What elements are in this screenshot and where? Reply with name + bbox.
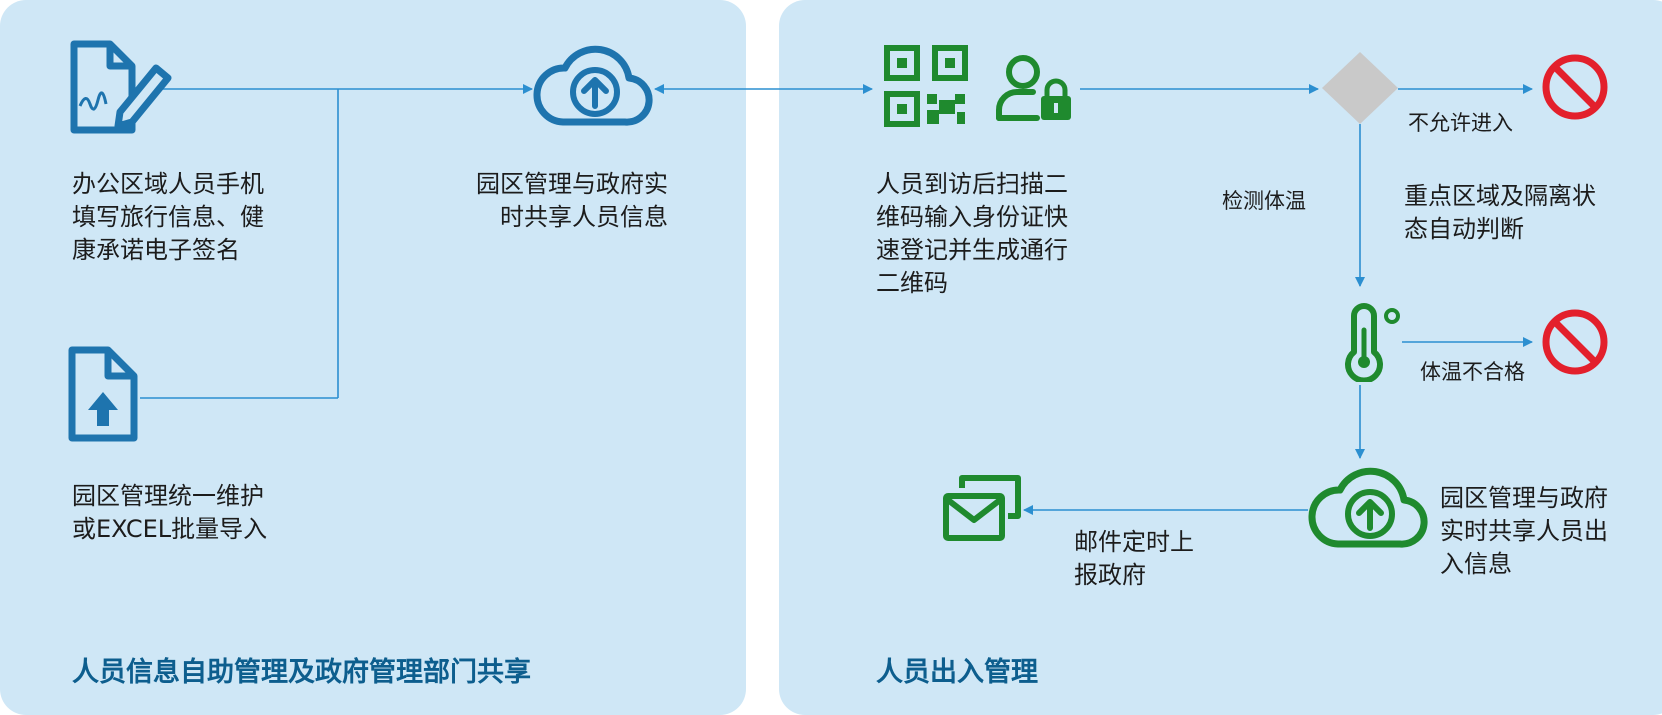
user-lock-icon [996,55,1071,121]
node-text-zone-check: 重点区域及隔离状 态自动判断 [1404,182,1596,243]
left-panel-title: 人员信息自助管理及政府管理部门共享 [72,657,531,688]
right-panel-title: 人员出入管理 [876,657,1038,688]
thermometer-icon [1345,303,1400,382]
document-signature-icon [70,40,172,134]
deny-icon-top [1542,54,1608,120]
deny-icon-bottom [1542,309,1608,375]
cloud-upload-icon-left [533,45,653,126]
document-upload-icon [68,346,138,442]
node-text-qr-register: 人员到访后扫描二 维码输入身份证快 速登记并生成通行 二维码 [876,170,1068,297]
right-panel [779,0,1662,715]
label-check-temp: 检测体温 [1222,189,1306,213]
label-email-report: 邮件定时上 报政府 [1074,528,1194,589]
qr-code-icon [884,45,968,127]
node-text-gov-share: 园区管理与政府实 时共享人员信息 [476,170,668,231]
node-text-gov-share-entry: 园区管理与政府 实时共享人员出 入信息 [1440,484,1608,578]
label-deny-entry: 不允许进入 [1408,111,1513,135]
node-text-self-fill: 办公区域人员手机 填写旅行信息、健 康承诺电子签名 [72,170,264,264]
email-icon [943,475,1021,541]
cloud-upload-icon-right [1308,467,1428,548]
node-text-bulk-import: 园区管理统一维护 或EXCEL批量导入 [72,482,268,543]
label-temp-fail: 体温不合格 [1420,360,1525,384]
decision-diamond-icon [1322,52,1398,124]
